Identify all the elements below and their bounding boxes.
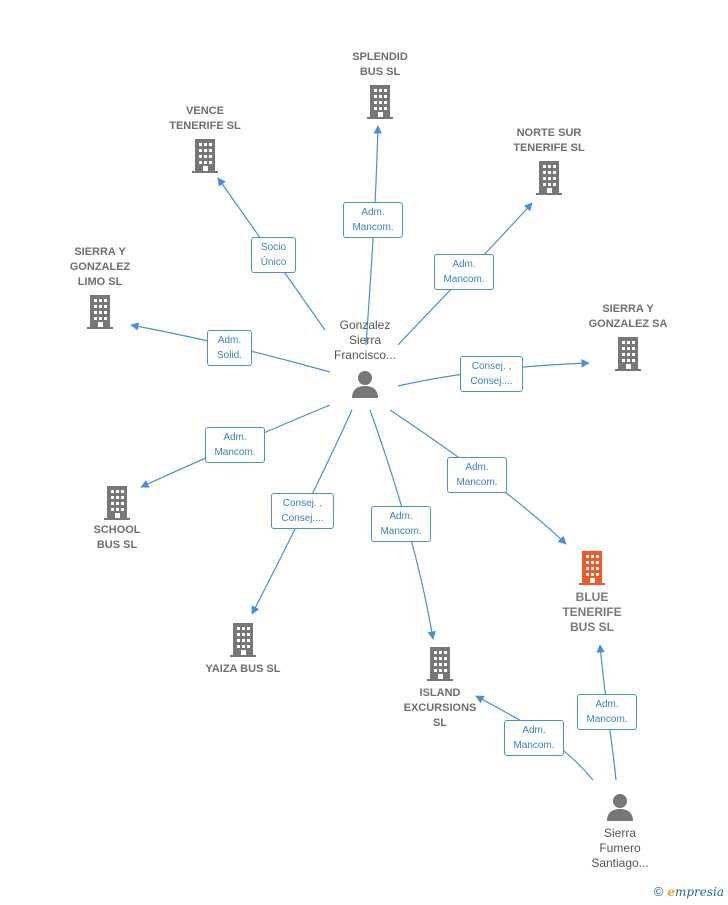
edge-label-school[interactable]: Adm. Mancom. — [205, 427, 265, 463]
brand-logo: empresia — [667, 884, 724, 899]
person-label: Gonzalez Sierra Francisco... — [333, 318, 396, 362]
company-node-school[interactable]: SCHOOL BUS SL — [77, 485, 157, 553]
company-node-island[interactable]: ISLAND EXCURSIONS SL — [390, 646, 490, 731]
company-node-sierra-sa[interactable]: SIERRA Y GONZALEZ SA — [578, 302, 678, 372]
building-icon — [87, 295, 113, 329]
person-icon — [607, 794, 633, 821]
company-node-splendid[interactable]: SPLENDID BUS SL — [340, 50, 420, 120]
edge-label-sierra-sa[interactable]: Consej. , Consej.... — [460, 356, 523, 392]
company-node-limo[interactable]: SIERRA Y GONZALEZ LIMO SL — [55, 245, 145, 330]
brand-footer: © empresia — [654, 884, 724, 899]
company-node-blue[interactable]: BLUE TENERIFE BUS SL — [550, 550, 634, 635]
edge-label-blue[interactable]: Adm. Mancom. — [447, 457, 507, 493]
edge-label-limo[interactable]: Adm. Solid. — [207, 330, 252, 366]
copyright-icon: © — [653, 884, 664, 899]
company-label: SPLENDID BUS SL — [352, 51, 408, 78]
company-label: ISLAND EXCURSIONS SL — [403, 687, 477, 729]
company-label: VENCE TENERIFE SL — [169, 105, 241, 132]
edge-label-fumero-island[interactable]: Adm. Mancom. — [504, 720, 564, 756]
company-node-yaiza[interactable]: YAIZA BUS SL — [193, 622, 293, 677]
edge-label-norte[interactable]: Adm. Mancom. — [434, 254, 494, 290]
company-label: YAIZA BUS SL — [205, 663, 281, 675]
building-icon — [536, 161, 562, 195]
company-label: SCHOOL BUS SL — [93, 524, 141, 551]
person-node-gonzalez[interactable]: Gonzalez Sierra Francisco... — [318, 318, 412, 399]
company-label: NORTE SUR TENERIFE SL — [513, 127, 585, 154]
person-icon — [352, 371, 378, 398]
person-node-fumero[interactable]: Sierra Fumero Santiago... — [573, 792, 667, 871]
company-label: SIERRA Y GONZALEZ LIMO SL — [69, 246, 131, 288]
building-icon — [427, 647, 453, 681]
edge-label-splendid[interactable]: Adm. Mancom. — [343, 202, 403, 238]
company-node-norte[interactable]: NORTE SUR TENERIFE SL — [501, 126, 597, 196]
company-label: BLUE TENERIFE BUS SL — [562, 590, 622, 634]
building-icon — [615, 337, 641, 371]
company-node-vence[interactable]: VENCE TENERIFE SL — [160, 104, 250, 174]
edge-label-island[interactable]: Adm. Mancom. — [371, 506, 431, 542]
building-icon — [230, 623, 256, 657]
company-label: SIERRA Y GONZALEZ SA — [588, 303, 668, 330]
edge-label-yaiza[interactable]: Consej. , Consej.... — [271, 493, 334, 529]
person-label: Sierra Fumero Santiago... — [591, 826, 649, 870]
edge-label-fumero-blue[interactable]: Adm. Mancom. — [577, 694, 637, 730]
building-icon — [367, 85, 393, 119]
building-icon — [104, 486, 130, 520]
edge-label-vence[interactable]: Socio Único — [251, 237, 296, 273]
building-icon — [192, 139, 218, 173]
building-icon-highlight — [579, 551, 605, 585]
